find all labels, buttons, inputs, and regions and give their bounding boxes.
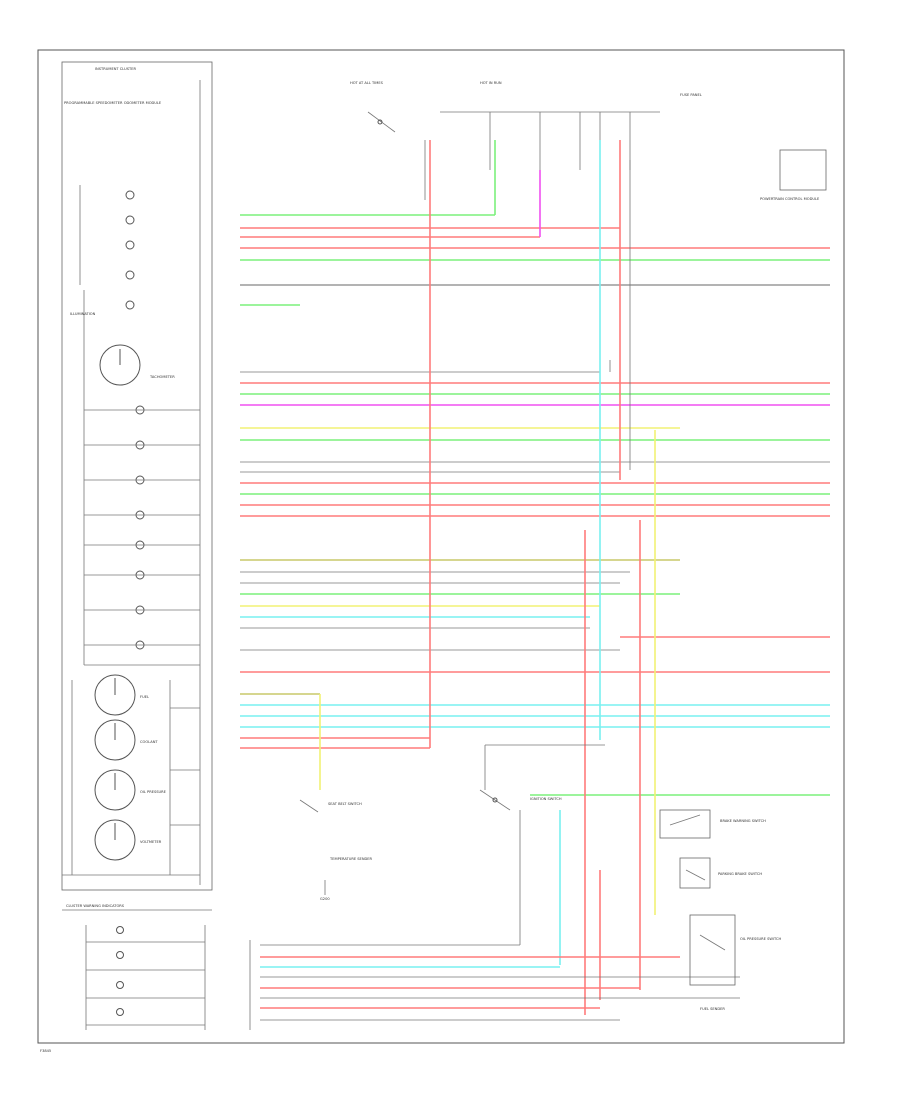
cluster-outline bbox=[61, 61, 213, 891]
switch-contact bbox=[699, 934, 726, 951]
indicator-lamp bbox=[125, 190, 135, 200]
instrument-cluster: INSTRUMENT CLUSTER PROGRAMMABLE SPEEDOME… bbox=[61, 61, 213, 891]
temp-sender-label: TEMPERATURE SENDER bbox=[329, 857, 373, 861]
voltmeter-label: VOLTMETER bbox=[140, 840, 162, 844]
brake-warning-label: BRAKE WARNING SWITCH bbox=[720, 819, 766, 823]
switch-contact bbox=[669, 814, 701, 826]
ignition-switch-contact bbox=[479, 789, 511, 811]
indicator-lamp bbox=[116, 1008, 124, 1016]
switch-contact bbox=[685, 869, 706, 881]
coolant-gauge bbox=[94, 719, 136, 761]
brake-warning-switch bbox=[659, 809, 711, 839]
right-components: BRAKE WARNING SWITCH PARKING BRAKE SWITC… bbox=[299, 744, 781, 1011]
ignition-switch-pivot bbox=[377, 119, 383, 125]
indicator-lamp bbox=[125, 240, 135, 250]
voltmeter-gauge bbox=[94, 819, 136, 861]
powertrain-control-module bbox=[779, 149, 827, 191]
page-code: F3845 bbox=[40, 1049, 51, 1053]
vertical-risers bbox=[319, 140, 656, 1015]
fuel-gauge bbox=[94, 674, 136, 716]
oil-pressure-switch-label: OIL PRESSURE SWITCH bbox=[740, 937, 781, 941]
lower-indicator-section: CLUSTER WARNING INDICATORS bbox=[62, 904, 212, 1030]
indicator-lamp bbox=[125, 215, 135, 225]
ground-label: G200 bbox=[320, 897, 330, 901]
parking-brake-label: PARKING BRAKE SWITCH bbox=[718, 872, 762, 876]
fuel-sender-label: FUEL SENDER bbox=[700, 1007, 725, 1011]
seat-belt-switch-contact bbox=[299, 799, 319, 813]
seat-belt-label: SEAT BELT SWITCH bbox=[328, 802, 362, 806]
lower-section-label: CLUSTER WARNING INDICATORS bbox=[66, 904, 125, 908]
cluster-module-label: PROGRAMMABLE SPEEDOMETER ODOMETER MODULE bbox=[64, 101, 162, 105]
oil-pressure-gauge bbox=[94, 769, 136, 811]
tachometer-gauge bbox=[99, 344, 141, 386]
oil-pressure-switch bbox=[689, 914, 736, 986]
ignition-switch-label: IGNITION SWITCH bbox=[530, 797, 562, 801]
lower-harness bbox=[249, 940, 740, 1030]
harness-wires bbox=[240, 214, 830, 796]
indicator-lamp bbox=[125, 270, 135, 280]
fuse-panel-label: FUSE PANEL bbox=[680, 93, 702, 97]
powertrain-module-label: POWERTRAIN CONTROL MODULE bbox=[760, 197, 820, 201]
fuse-section: HOT AT ALL TIMES HOT IN RUN FUSE PANEL P… bbox=[350, 81, 827, 201]
ignition-switch-pivot bbox=[492, 797, 498, 803]
fuel-gauge-label: FUEL bbox=[140, 695, 149, 699]
coolant-gauge-label: COOLANT bbox=[140, 740, 158, 744]
cluster-header-label: INSTRUMENT CLUSTER bbox=[95, 67, 136, 71]
tachometer-label: TACHOMETER bbox=[149, 375, 175, 379]
indicator-lamp bbox=[116, 926, 124, 934]
parking-brake-switch bbox=[679, 857, 711, 889]
indicator-lamp bbox=[125, 300, 135, 310]
indicator-lamp bbox=[116, 981, 124, 989]
diagram-frame bbox=[37, 49, 845, 1044]
illumination-label: ILLUMINATION bbox=[70, 312, 96, 316]
indicator-lamp bbox=[116, 951, 124, 959]
oil-pressure-gauge-label: OIL PRESSURE bbox=[140, 790, 167, 794]
hot-at-all-times-label: HOT AT ALL TIMES bbox=[350, 81, 384, 85]
hot-in-run-label: HOT IN RUN bbox=[480, 81, 502, 85]
